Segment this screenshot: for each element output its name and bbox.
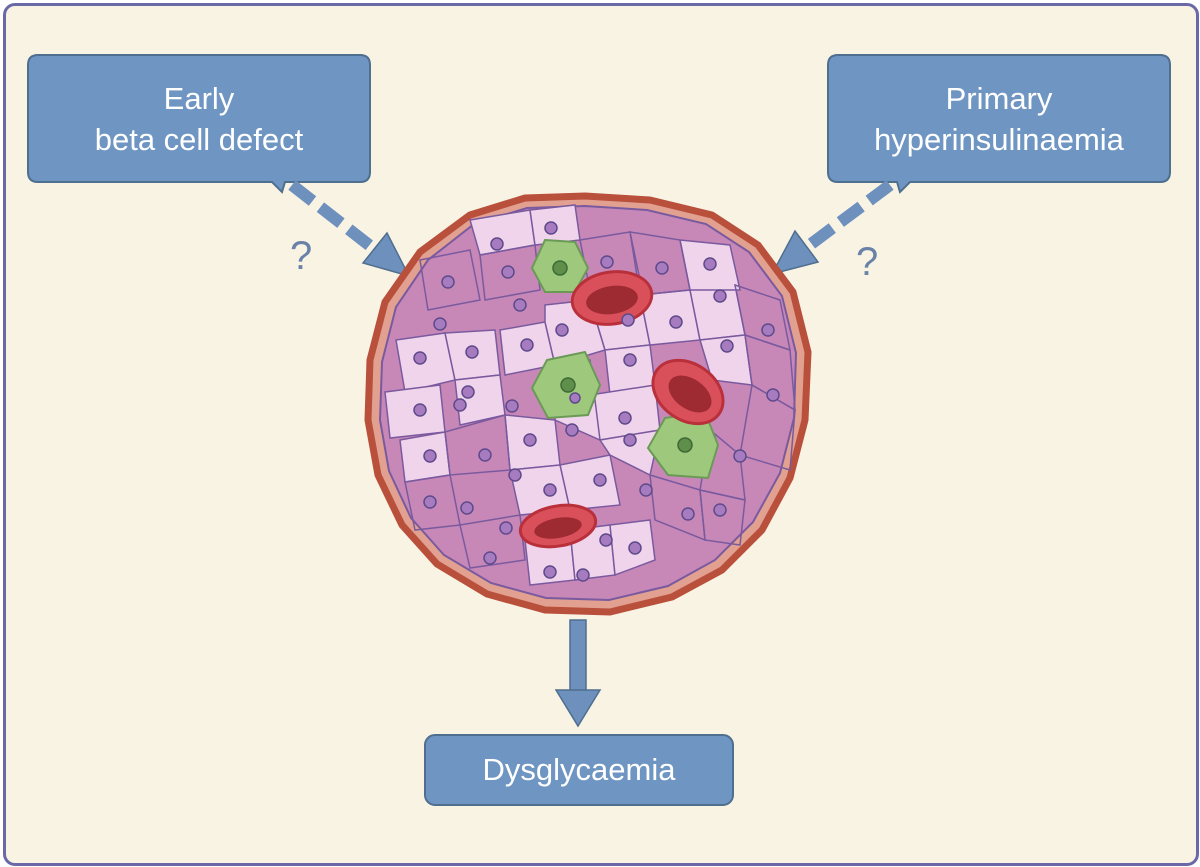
dashed-arrow-icon — [770, 180, 894, 276]
question-mark-right: ? — [856, 240, 879, 284]
outcome-box — [424, 734, 734, 806]
pancreatic-islet-illustration — [364, 192, 812, 616]
callout-left-line2: beta cell defect — [94, 121, 304, 157]
callout-box-left — [27, 54, 371, 194]
callout-left: Early beta cell defect — [28, 55, 370, 182]
callout-left-line1: Early — [163, 80, 235, 116]
callout-right: Primary hyperinsulinaemia — [828, 55, 1170, 182]
outcome-label: Dysglycaemia — [482, 752, 676, 787]
callout-right-line2: hyperinsulinaemia — [874, 121, 1124, 157]
callout-right-line1: Primary — [945, 80, 1053, 116]
callout-box-right — [827, 54, 1171, 194]
dashed-arrow-icon — [288, 180, 411, 278]
question-mark-left: ? — [290, 234, 313, 278]
down-arrow-icon — [554, 619, 602, 728]
